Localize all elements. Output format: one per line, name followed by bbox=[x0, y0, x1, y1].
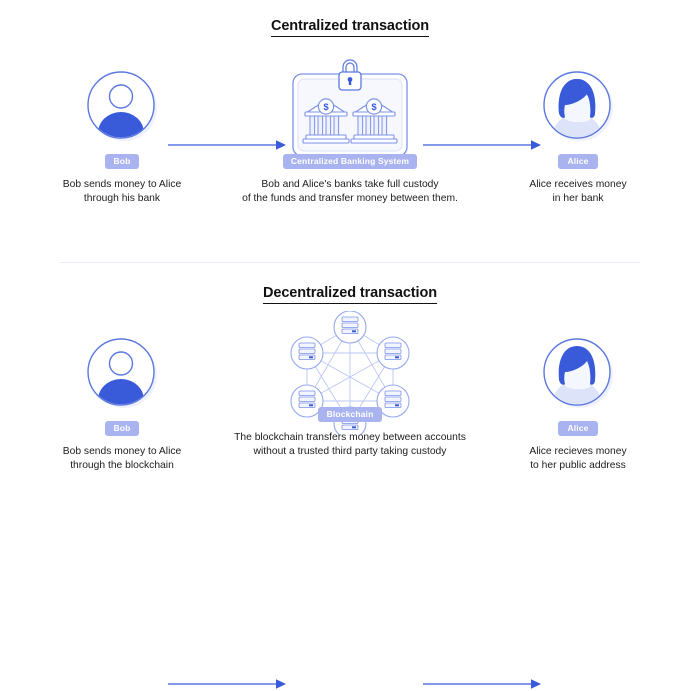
caption-bob-decentralized: Bob sends money to Alice through the blo… bbox=[62, 446, 182, 471]
row-centralized: Bob Bob sends money to Alice through his… bbox=[0, 58, 700, 206]
badge-alice: Alice bbox=[558, 421, 598, 436]
caption-blockchain: The blockchain transfers money between a… bbox=[234, 432, 466, 457]
alice-avatar-art bbox=[539, 58, 617, 154]
alice-avatar-art-2 bbox=[539, 325, 617, 421]
section-decentralized: Decentralized transaction Bob bbox=[0, 285, 700, 689]
bob-avatar-art-2 bbox=[83, 325, 161, 421]
bob-avatar-icon bbox=[87, 71, 157, 141]
section-title-decentralized: Decentralized transaction bbox=[0, 285, 700, 304]
row-decentralized: Bob Bob sends money to Alice through the… bbox=[0, 311, 700, 473]
blockchain-node-icon bbox=[290, 384, 324, 418]
blockchain-node-icon bbox=[376, 384, 410, 418]
arrow-bank-to-alice-icon bbox=[423, 140, 541, 150]
alice-avatar-icon bbox=[543, 338, 613, 408]
alice-avatar-icon bbox=[543, 71, 613, 141]
blockchain-node-icon bbox=[376, 336, 410, 370]
diagram-canvas: Centralized transaction Bob bbox=[0, 18, 700, 689]
caption-bob-centralized: Bob sends money to Alice through his ban… bbox=[62, 179, 182, 204]
blockchain-node-icon bbox=[333, 311, 367, 344]
centralized-banking-system-icon: $ $ bbox=[292, 59, 408, 157]
step-banking-system: $ $ bbox=[222, 58, 478, 206]
section-title-decentralized-text: Decentralized transaction bbox=[263, 285, 437, 304]
bob-avatar-icon bbox=[87, 338, 157, 408]
bob-avatar-art bbox=[83, 58, 161, 154]
badge-bob: Bob bbox=[104, 154, 140, 169]
section-title-centralized: Centralized transaction bbox=[0, 18, 700, 37]
section-title-centralized-text: Centralized transaction bbox=[270, 18, 429, 37]
section-divider bbox=[60, 262, 640, 263]
caption-alice-centralized: Alice receives money in her bank bbox=[529, 179, 627, 204]
section-centralized: Centralized transaction Bob bbox=[0, 18, 700, 248]
badge-alice: Alice bbox=[558, 154, 598, 169]
step-alice-decentralized: Alice Alice recieves money to her public… bbox=[478, 325, 678, 473]
badge-blockchain: Blockchain bbox=[317, 407, 383, 422]
step-bob-centralized: Bob Bob sends money to Alice through his… bbox=[22, 58, 222, 206]
step-bob-decentralized: Bob Bob sends money to Alice through the… bbox=[22, 325, 222, 473]
step-blockchain: Blockchain The blockchain transfers mone… bbox=[222, 311, 478, 459]
bank-building-right-icon: $ bbox=[350, 98, 398, 144]
badge-centralized-banking-system: Centralized Banking System bbox=[282, 154, 418, 169]
svg-text:$: $ bbox=[371, 102, 377, 113]
banking-system-art: $ $ bbox=[280, 58, 420, 157]
bank-building-left-icon: $ bbox=[302, 98, 350, 144]
blockchain-node-icon bbox=[290, 336, 324, 370]
arrow-bob-to-bank-icon bbox=[168, 140, 286, 150]
step-alice-centralized: Alice Alice receives money in her bank bbox=[478, 58, 678, 206]
arrow-bob-to-blockchain-icon bbox=[168, 679, 286, 689]
caption-banking-system: Bob and Alice's banks take full custody … bbox=[242, 179, 458, 204]
arrow-blockchain-to-alice-icon bbox=[423, 679, 541, 689]
svg-text:$: $ bbox=[323, 102, 329, 113]
badge-bob: Bob bbox=[104, 421, 140, 436]
caption-alice-decentralized: Alice recieves money to her public addre… bbox=[529, 446, 627, 471]
